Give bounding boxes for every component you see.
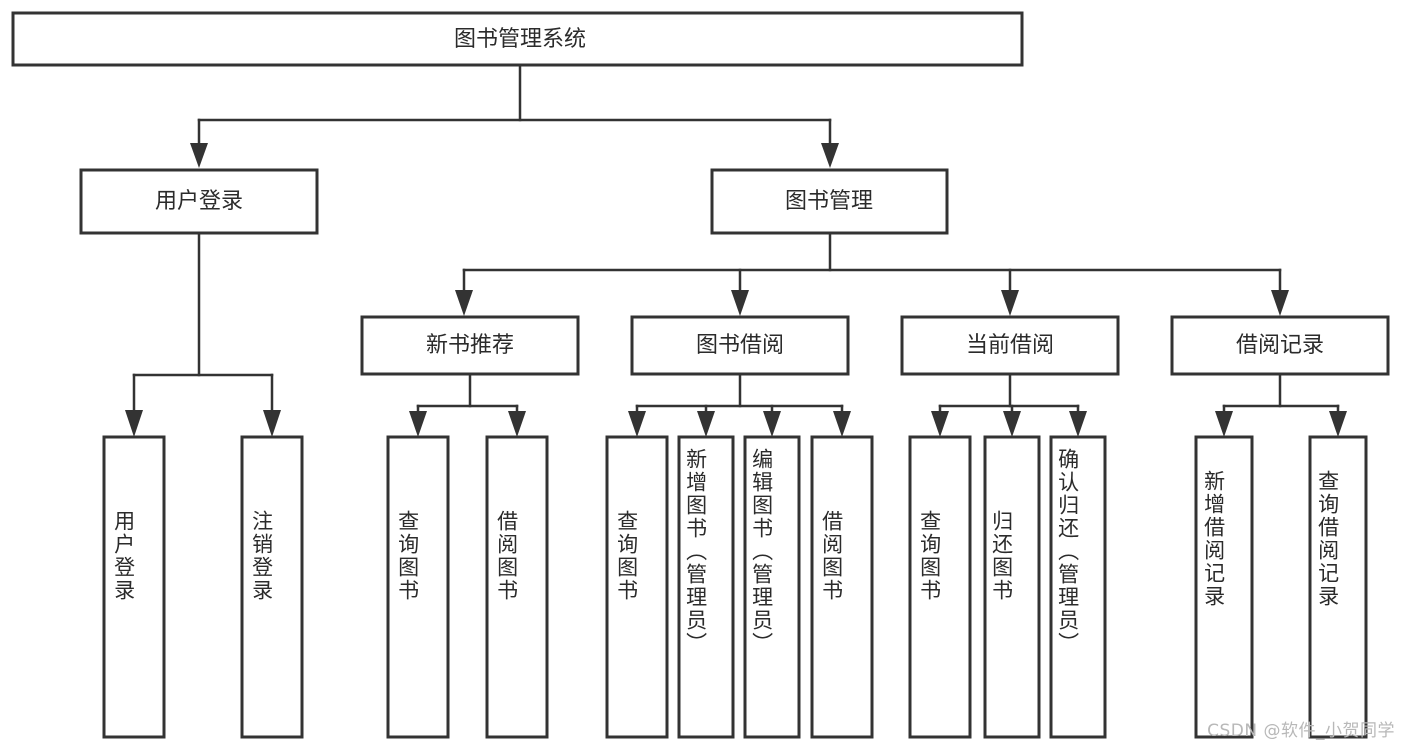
leaf-box-user-login[interactable] bbox=[102, 435, 166, 739]
arrowhead-user-login bbox=[190, 143, 208, 168]
leaf-box-cb-query-book[interactable] bbox=[908, 435, 972, 739]
current-borrow-box[interactable] bbox=[900, 315, 1120, 376]
user-login-box[interactable] bbox=[79, 168, 319, 235]
arrowhead-bb-leaf2 bbox=[697, 411, 715, 437]
book-management-label: 图书管理 bbox=[785, 189, 873, 214]
borrow-record-box[interactable] bbox=[1170, 315, 1390, 376]
book-management-box[interactable] bbox=[710, 168, 949, 235]
current-borrow-label: 当前借阅 bbox=[966, 333, 1054, 358]
root-label: 图书管理系统 bbox=[454, 27, 586, 52]
leaf-box-nbr-borrow-book[interactable] bbox=[485, 435, 549, 739]
arrowhead-borrow-record bbox=[1271, 290, 1289, 316]
arrowhead-book-borrow bbox=[731, 290, 749, 316]
leaf-box-bb-query-book[interactable] bbox=[605, 435, 669, 739]
arrowhead-bb-leaf1 bbox=[628, 411, 646, 437]
node-new-book-recommend[interactable]: 新书推荐 bbox=[360, 315, 580, 376]
new-book-recommend-box[interactable] bbox=[360, 315, 580, 376]
arrowhead-current-borrow bbox=[1001, 290, 1019, 316]
arrowhead-nbr-leaf1 bbox=[409, 411, 427, 437]
leaf-box-bb-add-book-admin[interactable] bbox=[677, 435, 735, 739]
arrowhead-br-leaf2 bbox=[1329, 411, 1347, 437]
new-book-recommend-label: 新书推荐 bbox=[426, 333, 514, 358]
csdn-watermark: CSDN @软件_小贺同学 bbox=[1207, 721, 1395, 741]
arrowhead-new-book-rec bbox=[455, 290, 473, 316]
arrowhead-br-leaf1 bbox=[1215, 411, 1233, 437]
arrowhead-nbr-leaf2 bbox=[508, 411, 526, 437]
book-borrow-label: 图书借阅 bbox=[696, 333, 784, 358]
arrowhead-bb-leaf4 bbox=[833, 411, 851, 437]
leaf-box-br-query-record[interactable] bbox=[1308, 435, 1368, 739]
arrowhead-cb-leaf1 bbox=[931, 411, 949, 437]
leaf-box-cb-return-book[interactable] bbox=[983, 435, 1041, 739]
arrowhead-book-mgmt bbox=[821, 143, 839, 168]
book-borrow-box[interactable] bbox=[630, 315, 850, 376]
node-book-management[interactable]: 图书管理 bbox=[710, 168, 949, 235]
leaf-box-bb-borrow-book[interactable] bbox=[810, 435, 874, 739]
arrowhead-cb-leaf2 bbox=[1003, 411, 1021, 437]
root-box[interactable] bbox=[11, 11, 1024, 67]
leaf-box-nbr-query-book[interactable] bbox=[386, 435, 450, 739]
arrowhead-leaf-user-login bbox=[125, 410, 143, 437]
leaf-box-br-add-record[interactable] bbox=[1194, 435, 1254, 739]
node-user-login[interactable]: 用户登录 bbox=[79, 168, 319, 235]
node-current-borrow[interactable]: 当前借阅 bbox=[900, 315, 1120, 376]
user-login-label: 用户登录 bbox=[155, 189, 243, 214]
borrow-record-label: 借阅记录 bbox=[1236, 333, 1324, 358]
node-borrow-record[interactable]: 借阅记录 bbox=[1170, 315, 1390, 376]
node-book-borrow[interactable]: 图书借阅 bbox=[630, 315, 850, 376]
node-root[interactable]: 图书管理系统 bbox=[11, 11, 1024, 67]
connector-group bbox=[125, 63, 1347, 437]
leaf-box-bb-edit-book-admin[interactable] bbox=[743, 435, 801, 739]
leaf-box-logout[interactable] bbox=[240, 435, 304, 739]
arrowhead-leaf-logout bbox=[263, 410, 281, 437]
arrowhead-cb-leaf3 bbox=[1069, 411, 1087, 437]
leaf-box-cb-confirm-return-admin[interactable] bbox=[1049, 435, 1107, 739]
arrowhead-bb-leaf3 bbox=[763, 411, 781, 437]
leaf-box-group bbox=[102, 435, 1368, 739]
